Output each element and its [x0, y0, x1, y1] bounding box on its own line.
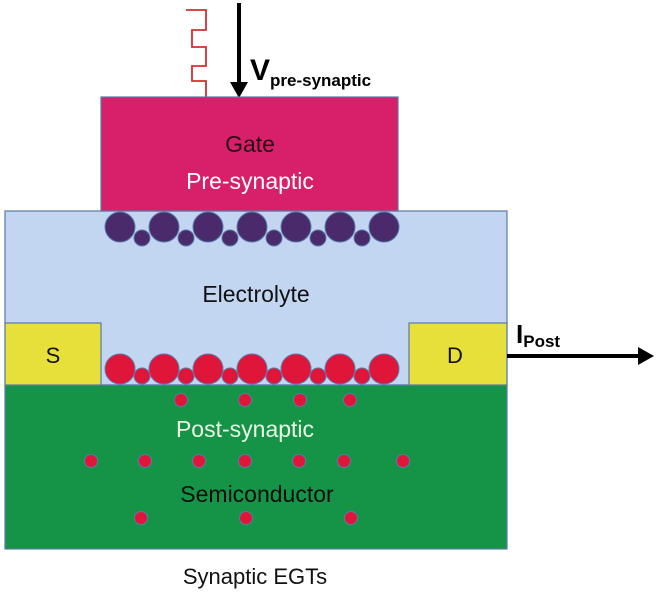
anion-large — [368, 211, 400, 243]
cation-small — [353, 367, 371, 385]
dispersed-cation — [239, 511, 253, 525]
anion-small — [265, 229, 283, 247]
dispersed-cation — [238, 393, 252, 407]
i-subscript: Post — [523, 332, 560, 351]
anion-small — [353, 229, 371, 247]
cation-large — [368, 353, 400, 385]
cation-large — [192, 353, 224, 385]
anion-large — [280, 211, 312, 243]
dispersed-cation — [337, 454, 351, 468]
cation-large — [280, 353, 312, 385]
cation-small — [221, 367, 239, 385]
pre-synaptic-label: Pre-synaptic — [186, 168, 314, 194]
source-label: S — [46, 343, 61, 368]
v-label: Vpre-synaptic — [250, 54, 371, 90]
dispersed-cation — [174, 393, 188, 407]
anion-small — [309, 229, 327, 247]
gate-voltage-arrowhead — [230, 82, 248, 98]
anion-large — [192, 211, 224, 243]
gate-electrode — [100, 96, 399, 212]
cation-small — [265, 367, 283, 385]
cation-layer — [104, 353, 400, 385]
semiconductor-layer — [4, 384, 508, 550]
anion-large — [148, 211, 180, 243]
pulse-train-icon — [186, 9, 207, 99]
dispersed-cation — [292, 454, 306, 468]
v-subscript: pre-synaptic — [270, 71, 371, 90]
figure-caption: Synaptic EGTs — [183, 564, 327, 589]
i-label: IPost — [516, 319, 560, 351]
gate-label: Gate — [225, 131, 275, 157]
dispersed-cation — [192, 454, 206, 468]
dispersed-cation — [293, 393, 307, 407]
dispersed-cations — [84, 393, 410, 525]
post-synaptic-label: Post-synaptic — [176, 416, 314, 442]
anion-large — [104, 211, 136, 243]
dispersed-cation — [138, 454, 152, 468]
anion-small — [221, 229, 239, 247]
cation-small — [309, 367, 327, 385]
semiconductor-label: Semiconductor — [180, 481, 334, 507]
cation-large — [324, 353, 356, 385]
drain-label: D — [447, 343, 463, 368]
anion-layer — [104, 211, 400, 247]
dispersed-cation — [396, 454, 410, 468]
dispersed-cation — [134, 511, 148, 525]
source-contact — [4, 322, 102, 386]
anion-large — [236, 211, 268, 243]
dispersed-cation — [343, 393, 357, 407]
anion-small — [177, 229, 195, 247]
dispersed-cation — [238, 454, 252, 468]
anion-large — [324, 211, 356, 243]
drain-current-arrowhead — [638, 347, 654, 365]
cation-large — [104, 353, 136, 385]
electrolyte-label: Electrolyte — [202, 281, 309, 307]
cation-large — [148, 353, 180, 385]
cation-small — [133, 367, 151, 385]
cation-small — [177, 367, 195, 385]
dispersed-cation — [84, 454, 98, 468]
cation-large — [236, 353, 268, 385]
dispersed-cation — [344, 511, 358, 525]
anion-small — [133, 229, 151, 247]
